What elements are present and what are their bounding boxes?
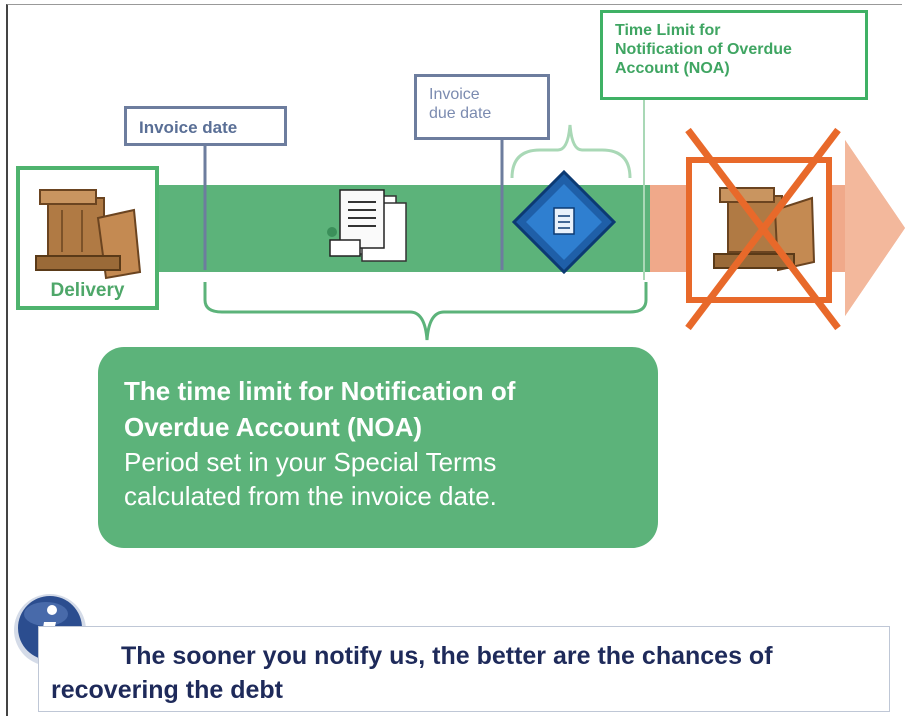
invoice-date-label: Invoice date bbox=[124, 106, 287, 146]
invoice-due-date-label: Invoice due date bbox=[414, 74, 550, 140]
noa-callout: The time limit for Notification of Overd… bbox=[98, 347, 658, 548]
info-note-text: The sooner you notify us, the better are… bbox=[51, 642, 773, 704]
noa-time-limit-label: Time Limit for Notification of Overdue A… bbox=[600, 10, 868, 100]
grace-period-brace bbox=[510, 124, 632, 179]
callout-text: Period set in your Special Terms calcula… bbox=[124, 447, 497, 511]
diagram-frame bbox=[6, 4, 902, 716]
delivery-box: Delivery bbox=[16, 166, 159, 310]
crossed-delivery bbox=[685, 127, 841, 331]
invoice-documents-icon bbox=[327, 189, 407, 262]
due-document-icon bbox=[511, 169, 617, 275]
crate-icon bbox=[35, 189, 142, 280]
info-note: The sooner you notify us, the better are… bbox=[38, 626, 890, 712]
delivery-label: Delivery bbox=[50, 280, 125, 301]
noa-period-brace bbox=[203, 282, 648, 341]
callout-title: The time limit for Notification of Overd… bbox=[124, 376, 516, 442]
